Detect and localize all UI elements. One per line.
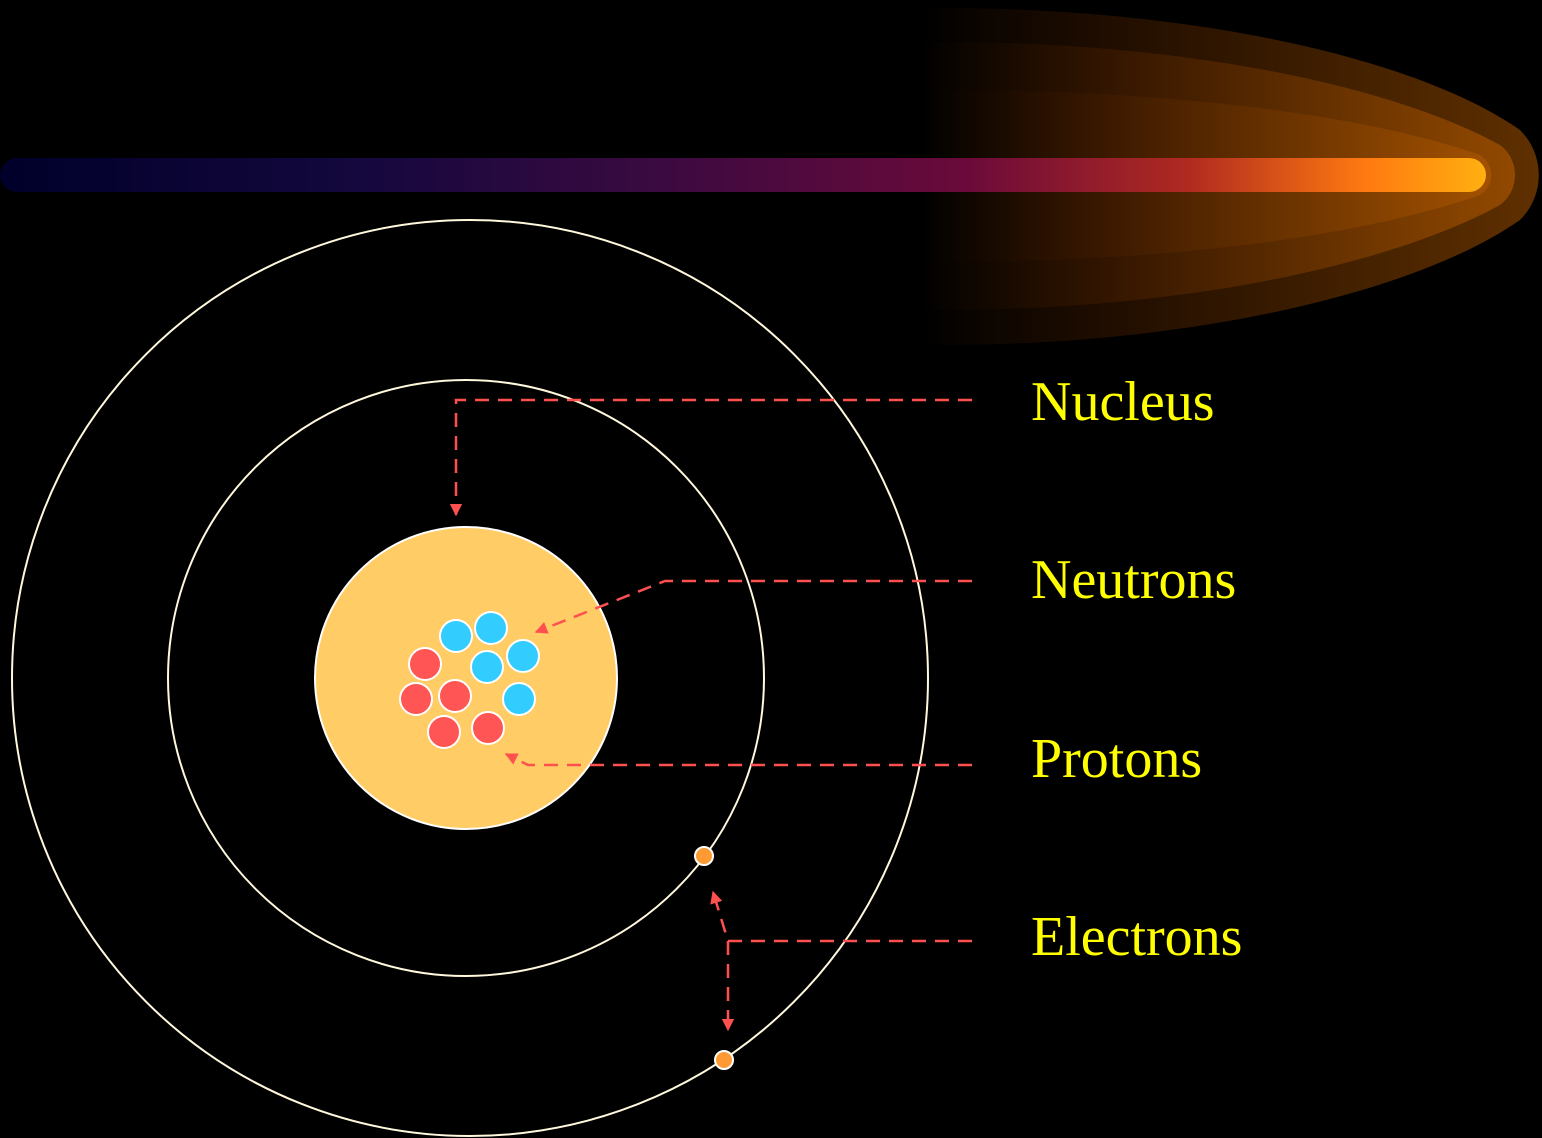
inner-orbit <box>167 379 765 977</box>
nucleus <box>314 526 618 830</box>
protons-leader-line <box>504 752 972 767</box>
electrons-leader-line-upper <box>710 890 972 943</box>
proton <box>399 682 433 716</box>
protons-group <box>399 647 505 749</box>
nucleus-leader-line <box>449 398 972 517</box>
outer-orbit <box>11 219 929 1137</box>
neutrons-group <box>439 611 540 716</box>
comet-streak-icon <box>0 8 1539 345</box>
proton <box>427 715 461 749</box>
electron <box>694 846 714 866</box>
proton <box>438 679 472 713</box>
neutrons-leader-line <box>534 579 972 634</box>
protons-label: Protons <box>1031 728 1202 790</box>
neutron <box>470 650 504 684</box>
neutron <box>506 639 540 673</box>
neutrons-label: Neutrons <box>1031 549 1236 611</box>
proton <box>471 711 505 745</box>
neutron <box>439 619 473 653</box>
proton <box>408 647 442 681</box>
neutron <box>502 682 536 716</box>
neutron <box>474 611 508 645</box>
electrons-label: Electrons <box>1031 906 1242 968</box>
nucleus-label: Nucleus <box>1031 371 1215 433</box>
electron <box>714 1050 734 1070</box>
